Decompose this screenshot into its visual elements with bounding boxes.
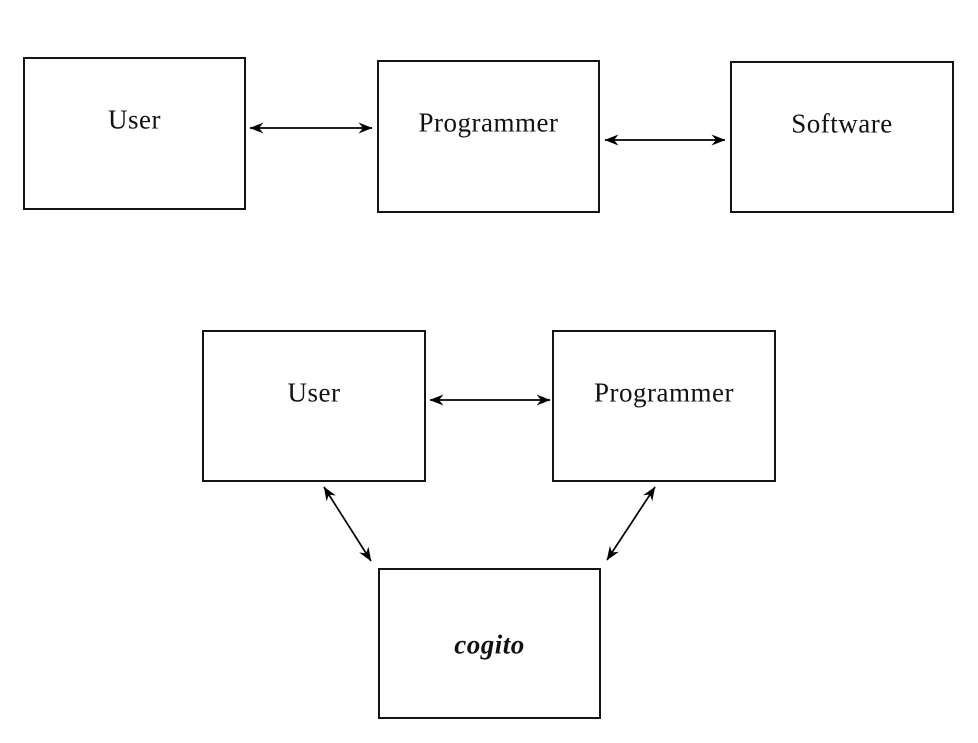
node-label: Programmer <box>594 377 734 408</box>
node-programmer-bottom: Programmer <box>552 330 776 482</box>
node-programmer-top: Programmer <box>377 60 600 213</box>
node-label: User <box>287 377 341 408</box>
node-user-top: User <box>23 57 246 210</box>
node-label: cogito <box>454 629 525 660</box>
node-label: Software <box>791 108 893 139</box>
arrow-user-cogito <box>323 486 372 562</box>
node-cogito: cogito <box>378 568 601 719</box>
node-label: User <box>108 104 161 135</box>
node-user-bottom: User <box>202 330 426 482</box>
node-software: Software <box>730 61 954 213</box>
arrow-programmer-cogito <box>606 486 656 561</box>
node-label: Programmer <box>418 107 559 138</box>
